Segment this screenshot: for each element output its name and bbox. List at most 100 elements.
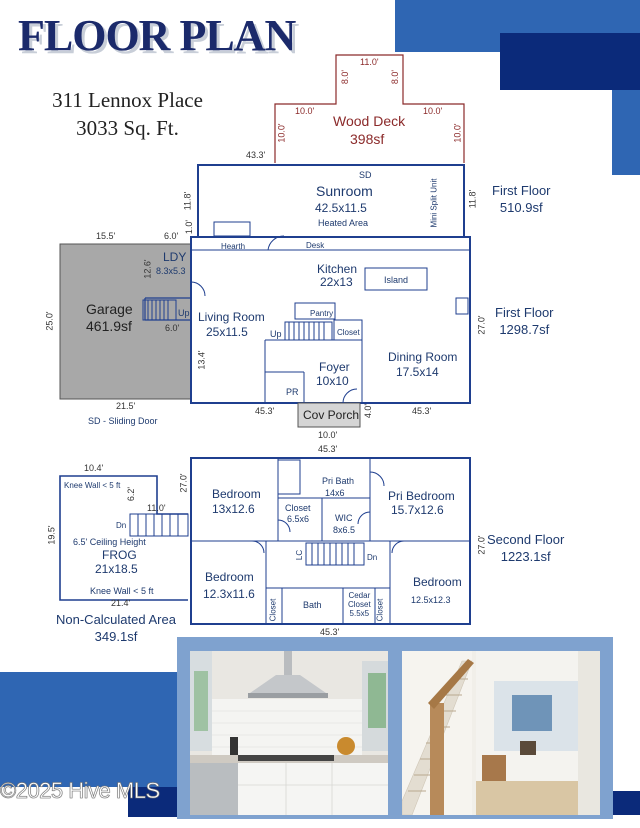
wic-name: WIC [335,513,353,523]
kitchen-name: Kitchen [317,262,358,276]
deck-dim-left-short: 8.0' [340,69,351,85]
hearth-label: Hearth [221,242,246,251]
garage-dim-top: 15.5' [96,231,116,241]
sunroom-sd: SD [359,170,372,180]
bedroom-2-name: Bedroom [205,570,254,584]
garage-dim-left: 25.0' [44,311,55,331]
down-label-second: Dn [367,553,378,562]
kitchen-photo [190,651,388,815]
deck-area: 398sf [350,131,385,147]
pri-bedroom-name: Pri Bedroom [388,489,455,503]
porch-dim-width: 10.0' [318,430,338,440]
living-name: Living Room [198,310,265,324]
bedroom-2-size: 12.3x11.6 [203,587,255,601]
ldy-dim: 12.6' [142,259,153,279]
sunroom-dim-left: 11.8' [182,191,193,211]
main-dim-bottom-right: 45.3' [412,406,432,416]
first-floor-a-label: First Floor 510.9sf [492,183,551,215]
deck-dim-right-top: 10.0' [423,106,443,116]
frog-dim-62: 6.2' [126,486,137,502]
frog-name: FROG [102,548,137,562]
island-label: Island [384,275,409,285]
living-size: 25x11.5 [206,325,248,339]
closet-label-main: Closet [337,328,360,337]
knee-wall-top: Knee Wall < 5 ft [64,481,121,490]
wic-size: 8x6.5 [333,525,356,535]
deck-label: Wood Deck [333,113,406,129]
deco-bar-bottom-navy [128,787,178,817]
ldy-size: 8.3x5.3 [156,266,186,276]
copyright-watermark: ©2025 Hive MLS [0,778,160,804]
frog-down-label: Dn [116,521,127,530]
up-label-laundry: Up [178,308,190,318]
deck-dim-right-side: 10.0' [452,123,463,143]
door-swings [190,235,405,554]
garage-note: SD - Sliding Door [88,416,158,426]
powder-room-label: PR [286,387,299,397]
porch-dim-side: 4.0' [363,403,374,419]
second-floor-walls [190,457,471,625]
deck-outline [274,54,465,163]
dining-size: 17.5x14 [396,365,439,379]
deck-dim-left-top: 10.0' [295,106,315,116]
deco-bar-navy [500,33,640,90]
pri-bedroom-size: 15.7x12.6 [391,503,444,517]
second-dim-top: 45.3' [318,444,338,454]
deco-bar-bottom-right [613,791,640,815]
pri-bath-size: 14x6 [325,488,345,498]
linen-closet-label: LC [295,549,305,561]
dim-6-b: 6.0' [165,323,180,333]
main-dim-right: 27.0' [476,315,487,335]
closet-2-name: Closet [285,503,311,513]
bedroom-3-size: 12.5x12.3 [411,595,451,605]
deco-bar-right [612,90,640,175]
stair-photo [402,651,600,815]
up-label-stair: Up [270,329,282,339]
second-floor-label: Second Floor 1223.1sf [487,532,565,564]
pantry-label: Pantry [310,309,334,318]
stair-lines-second [129,513,355,565]
floor-plan-drawing [59,54,471,625]
foyer-name: Foyer [319,360,350,374]
bedroom-3-name: Bedroom [413,575,462,589]
non-calculated-label: Non-Calculated Area 349.1sf [56,612,176,644]
stair-lines-first [147,300,325,340]
deco-bar-bottom-left [0,672,178,787]
second-dim-left: 27.0' [178,473,189,493]
kitchen-size: 22x13 [320,275,353,289]
deck-dim-width: 43.3' [246,150,266,160]
bedroom-1-name: Bedroom [212,487,261,501]
first-floor-b-label: First Floor 1298.7sf [495,305,554,337]
bedroom-1-size: 13x12.6 [212,502,255,516]
frog-size: 21x18.5 [95,562,138,576]
mini-split-label: Mini Split Unit [429,178,439,228]
sunroom-dim-small: 1.0' [184,219,195,235]
deck-dim-left-side: 10.0' [276,123,287,143]
garage-dim-bottom: 21.5' [116,401,136,411]
address-block: 311 Lennox Place 3033 Sq. Ft. [20,86,235,142]
desk-label: Desk [306,241,325,250]
frog-dim-bottom: 21.4' [111,598,131,608]
address-line: 311 Lennox Place [52,88,203,112]
dining-name: Dining Room [388,350,458,364]
sunroom-note: Heated Area [318,218,369,228]
garage-shape [59,243,192,400]
frog-outline [59,475,188,601]
page-title: FLOOR PLAN [18,11,296,60]
frog-dim-110: 11.0' [147,503,166,513]
ldy-name: LDY [163,250,187,264]
frog-dim-top: 10.4' [84,463,104,473]
sunroom-size: 42.5x11.5 [315,201,367,215]
bath-label: Bath [303,600,322,610]
frog-dim-left: 19.5' [46,525,57,545]
cedar-label: Cedar Closet 5.5x5 [348,591,371,618]
sunroom-name: Sunroom [316,183,373,199]
porch-label: Cov Porch [303,408,360,422]
garage-area: 461.9sf [86,318,132,334]
frog-ceiling-note: 6.5' Ceiling Height [73,537,146,547]
foyer-size: 10x10 [316,374,349,388]
knee-wall-bottom: Knee Wall < 5 ft [90,586,154,596]
pri-bath-name: Pri Bath [322,476,355,486]
closet-left-label: Closet [268,598,278,622]
total-sqft: 3033 Sq. Ft. [76,116,179,140]
